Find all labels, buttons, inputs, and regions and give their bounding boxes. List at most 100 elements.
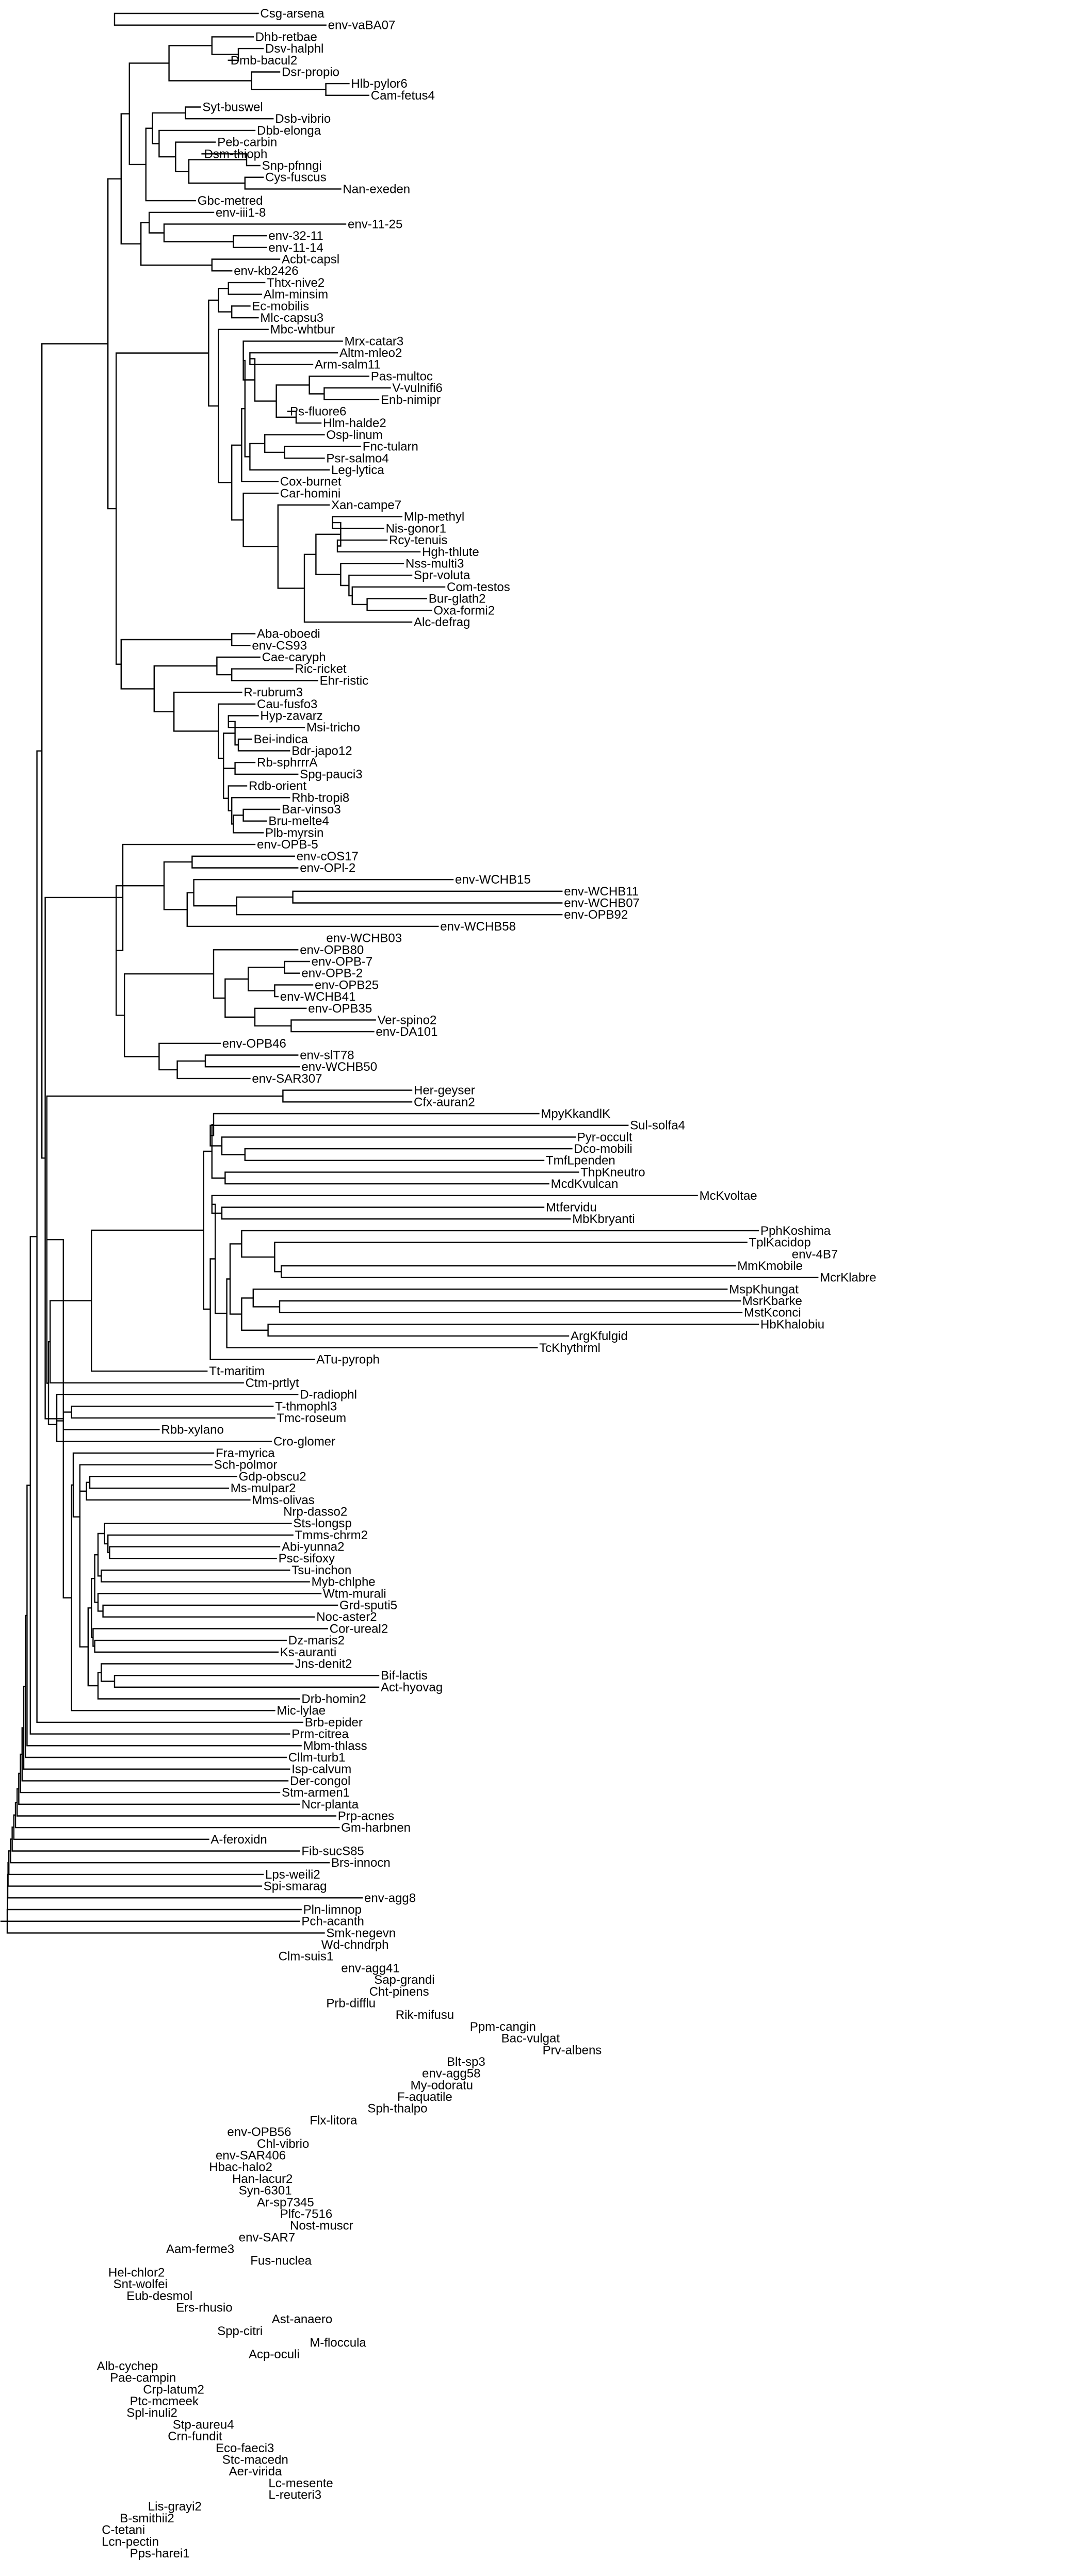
- leaf-label: env-OPB-5: [257, 838, 318, 852]
- leaf-label: Spl-inuli2: [126, 2406, 177, 2420]
- tree-branches: [0, 12, 819, 1934]
- leaf-label: TplKacidop: [749, 1236, 811, 1250]
- leaf-label: R-rubrum3: [244, 686, 303, 699]
- leaf-label: TmfLpenden: [546, 1154, 615, 1168]
- leaf-label: Altm-mleo2: [339, 346, 402, 360]
- leaf-label: ArgKfulgid: [571, 1329, 628, 1343]
- leaf-label: Bur-glath2: [429, 592, 486, 606]
- leaf-label: V-vulnifi6: [392, 381, 442, 395]
- leaf-label: Msi-tricho: [306, 721, 360, 735]
- leaf-label: Osp-linum: [326, 428, 382, 442]
- leaf-label: MspKhungat: [729, 1282, 799, 1296]
- leaf-label: env-cOS17: [297, 850, 359, 863]
- leaf-label: Cllm-turb1: [288, 1751, 346, 1765]
- leaf-label: Dsb-vibrio: [275, 112, 331, 126]
- leaf-label: Rbb-xylano: [161, 1423, 223, 1437]
- leaf-label: env-SAR406: [216, 2149, 286, 2163]
- leaf-label: MpyKkandlK: [541, 1107, 610, 1121]
- leaf-label: env-SAR307: [252, 1072, 322, 1086]
- leaf-label: Ast-anaero: [272, 2312, 332, 2326]
- leaf-label: Prm-citrea: [291, 1727, 349, 1741]
- leaf-label: Peb-carbin: [217, 136, 277, 150]
- leaf-label: Car-homini: [280, 486, 340, 500]
- leaf-label: env-agg41: [341, 1961, 399, 1975]
- leaf-label: Ers-rhusio: [176, 2301, 232, 2315]
- leaf-label: MstKconci: [744, 1306, 801, 1320]
- leaf-label: env-WCHB41: [280, 990, 356, 1004]
- leaf-label: Gm-harbnen: [341, 1821, 411, 1835]
- leaf-label: Prb-difflu: [326, 1997, 376, 2011]
- leaf-label: Drb-homin2: [301, 1692, 366, 1706]
- leaf-label: Oxa-formi2: [433, 604, 495, 617]
- leaf-label: Crn-fundit: [168, 2430, 222, 2443]
- leaf-label: env-OPB-7: [312, 955, 373, 969]
- leaf-label: Fnc-tularn: [363, 440, 418, 454]
- leaf-label: Snt-wolfei: [113, 2277, 168, 2291]
- leaf-label: Pch-acanth: [301, 1915, 364, 1929]
- leaf-label: env-WCHB15: [455, 873, 531, 887]
- leaf-label: Ver-spino2: [378, 1013, 437, 1027]
- leaf-label: Bdr-japo12: [291, 744, 352, 758]
- leaf-label: Rcy-tenuis: [389, 533, 447, 547]
- leaf-label: Pyr-occult: [577, 1130, 632, 1144]
- leaf-label: Fra-myrica: [216, 1446, 275, 1460]
- leaf-label: Stp-aureu4: [173, 2418, 234, 2432]
- leaf-label: Rdb-orient: [249, 779, 306, 793]
- leaf-label: Ar-sp7345: [257, 2195, 314, 2209]
- leaf-label: Hlm-halde2: [323, 416, 386, 430]
- leaf-label: Prp-acnes: [338, 1809, 394, 1823]
- leaf-label: Eub-desmol: [126, 2289, 192, 2303]
- leaf-label: Ms-mulpar2: [231, 1481, 296, 1495]
- leaf-label: D-radiophl: [300, 1388, 357, 1402]
- leaf-label: Dco-mobili: [574, 1142, 632, 1156]
- leaf-label: C-tetani: [102, 2523, 145, 2537]
- leaf-label: Dhb-retbae: [255, 30, 317, 44]
- leaf-label: ThpKneutro: [580, 1165, 645, 1179]
- leaf-label: Clm-suis1: [279, 1950, 334, 1964]
- leaf-label: Bar-vinso3: [282, 803, 341, 817]
- leaf-label: Nrp-dasso2: [283, 1505, 347, 1519]
- leaf-label: env-OPl-2: [300, 861, 355, 875]
- leaf-label: env-WCHB11: [564, 885, 639, 899]
- leaf-label: Dmb-bacul2: [231, 54, 297, 68]
- leaf-label: TcKhythrml: [539, 1341, 601, 1355]
- leaf-label: env-OPB-2: [301, 967, 363, 981]
- leaf-label: Brb-epider: [305, 1716, 363, 1730]
- leaf-label: Snp-pfnngi: [262, 159, 322, 173]
- leaf-label: Tsu-inchon: [291, 1563, 351, 1577]
- leaf-label: Ks-auranti: [280, 1645, 336, 1659]
- leaf-label: Ec-mobilis: [252, 299, 309, 313]
- leaf-label: Cor-ureal2: [330, 1622, 388, 1636]
- leaf-label: Cau-fusfo3: [257, 697, 317, 711]
- leaf-label: M-floccula: [310, 2336, 366, 2350]
- leaf-label: Cam-fetus4: [371, 89, 435, 103]
- leaf-label: Ptc-mcmeek: [130, 2394, 199, 2408]
- leaf-label: Plfc-7516: [280, 2207, 332, 2221]
- leaf-label: Spg-pauci3: [300, 768, 362, 781]
- leaf-label: Mbm-thlass: [303, 1739, 367, 1753]
- leaf-label: Mms-olivas: [252, 1493, 314, 1507]
- leaf-label: Bif-lactis: [381, 1669, 428, 1683]
- leaf-label: Nan-exeden: [343, 182, 410, 196]
- leaf-label: McKvoltae: [700, 1189, 757, 1203]
- leaf-label: Leg-lytica: [331, 463, 384, 477]
- leaf-label: Hbac-halo2: [209, 2160, 272, 2174]
- leaf-label: Ppm-cangin: [470, 2020, 536, 2034]
- leaf-label: Der-congol: [290, 1774, 350, 1788]
- leaf-label: Cht-pinens: [369, 1985, 429, 1999]
- leaf-label: Cro-glomer: [273, 1434, 335, 1448]
- leaf-label: Gdp-obscu2: [239, 1470, 306, 1483]
- leaf-label: Mtfervidu: [546, 1201, 597, 1215]
- leaf-label: env-DA101: [376, 1025, 437, 1039]
- leaf-label: Jns-denit2: [295, 1657, 352, 1671]
- leaf-label: Hyp-zavarz: [260, 709, 322, 723]
- leaf-label: Flx-litora: [310, 2113, 358, 2127]
- leaf-label: Ncr-planta: [301, 1798, 359, 1812]
- leaf-label: Isp-calvum: [291, 1763, 351, 1776]
- leaf-label: Acbt-capsl: [282, 253, 339, 267]
- leaf-label: Pln-limnop: [303, 1903, 362, 1917]
- leaf-label: Lps-weili2: [265, 1868, 320, 1882]
- leaf-label: Mic-lylae: [277, 1704, 326, 1718]
- leaf-label: Aba-oboedi: [257, 627, 320, 641]
